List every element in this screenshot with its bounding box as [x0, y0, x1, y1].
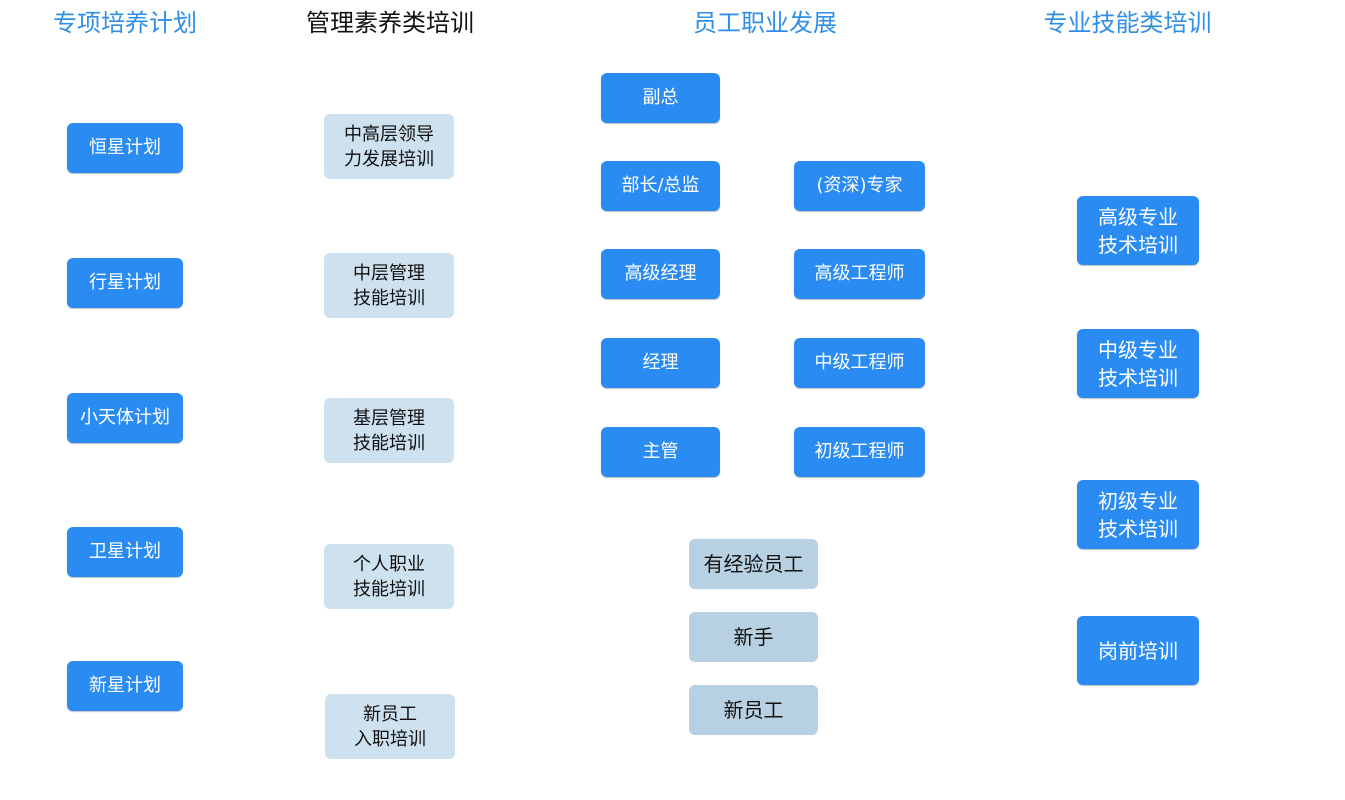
management-level-box: 主管	[601, 427, 720, 477]
plan-box: 恒星计划	[67, 123, 183, 173]
career-development-title: 员工职业发展	[693, 9, 837, 37]
management-level-box: 经理	[601, 338, 720, 388]
technical-level-box: 初级工程师	[794, 427, 925, 477]
plan-box: 新星计划	[67, 661, 183, 711]
management-level-box: 副总	[601, 73, 720, 123]
entry-level-box: 新员工	[689, 685, 818, 735]
technical-level-box: 高级工程师	[794, 249, 925, 299]
entry-level-box: 有经验员工	[689, 539, 818, 589]
management-course-box: 新员工 入职培训	[325, 694, 455, 759]
professional-course-box: 高级专业 技术培训	[1077, 196, 1199, 265]
professional-course-box: 初级专业 技术培训	[1077, 480, 1199, 549]
special-plans-title: 专项培养计划	[53, 9, 197, 37]
technical-level-box: 中级工程师	[794, 338, 925, 388]
management-course-box: 个人职业 技能培训	[324, 544, 454, 609]
plan-box: 行星计划	[67, 258, 183, 308]
professional-training-title: 专业技能类培训	[1043, 9, 1212, 37]
management-training-title: 管理素养类培训	[306, 9, 474, 37]
management-course-box: 基层管理 技能培训	[324, 398, 454, 463]
management-level-box: 高级经理	[601, 249, 720, 299]
professional-course-box: 中级专业 技术培训	[1077, 329, 1199, 398]
professional-course-box: 岗前培训	[1077, 616, 1199, 685]
management-course-box: 中高层领导 力发展培训	[324, 114, 454, 179]
management-course-box: 中层管理 技能培训	[324, 253, 454, 318]
technical-level-box: (资深)专家	[794, 161, 925, 211]
management-level-box: 部长/总监	[601, 161, 720, 211]
entry-level-box: 新手	[689, 612, 818, 662]
plan-box: 卫星计划	[67, 527, 183, 577]
plan-box: 小天体计划	[67, 393, 183, 443]
